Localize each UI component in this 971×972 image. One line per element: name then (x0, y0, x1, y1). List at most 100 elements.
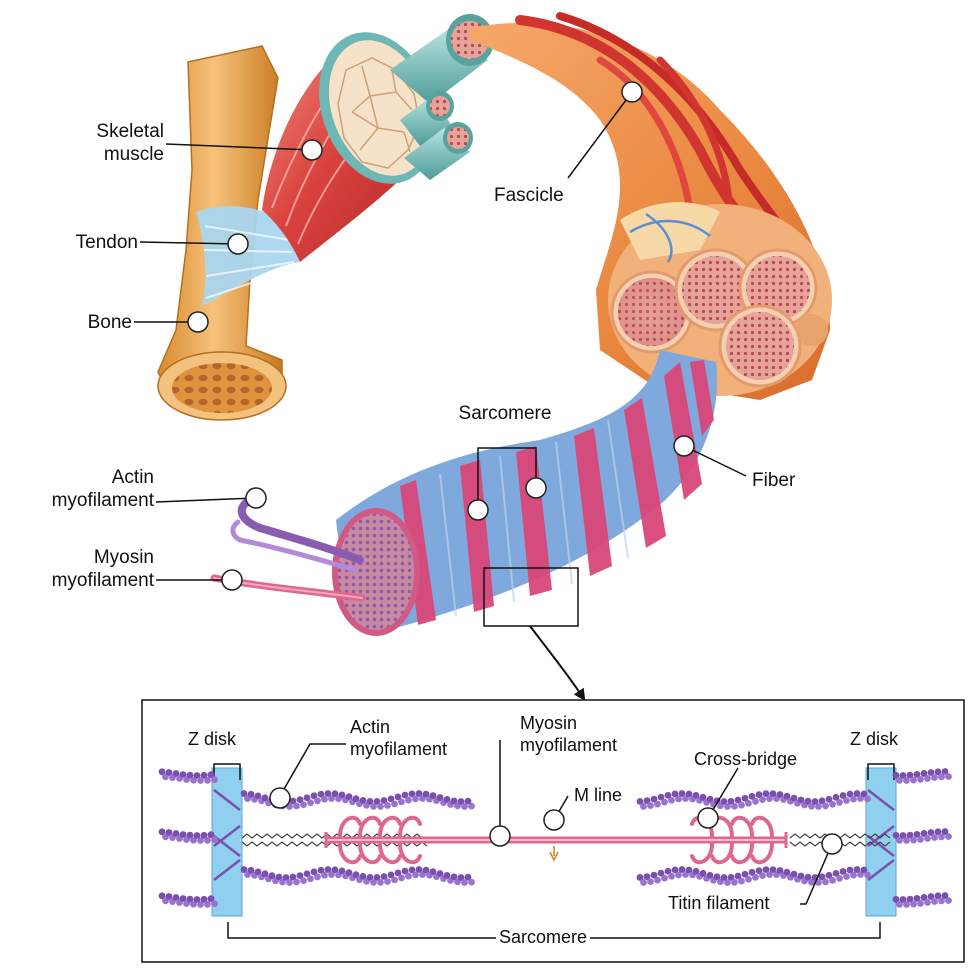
actin-bead (836, 875, 843, 882)
fiber-illustration (214, 350, 717, 636)
actin-bead (668, 873, 675, 880)
actin-bead (204, 837, 211, 844)
label-sarcomere-top: Sarcomere (440, 402, 570, 425)
actin-bead (931, 834, 938, 841)
actin-bead (910, 837, 917, 844)
callout-skeletal-muscle (302, 140, 322, 160)
actin-bead (745, 876, 752, 883)
callout-m-line (544, 810, 564, 830)
actin-bead (738, 878, 745, 885)
actin-bead (917, 836, 924, 843)
actin-bead (377, 879, 384, 886)
actin-bead (405, 873, 412, 880)
actin-bead (391, 876, 398, 883)
actin-bead (377, 803, 384, 810)
actin-bead (931, 774, 938, 781)
callout-sarcomere-b (526, 478, 546, 498)
actin-bead (815, 803, 822, 810)
callout-inset-actin (270, 788, 290, 808)
actin-bead (640, 803, 647, 810)
actin-bead (384, 878, 391, 885)
actin-bead (924, 899, 931, 906)
actin-bead (647, 878, 654, 885)
actin-bead (752, 798, 759, 805)
actin-bead (945, 897, 952, 904)
zoom-arrow (530, 626, 582, 696)
callout-myosin (222, 570, 242, 590)
actin-bead (204, 901, 211, 908)
actin-bead (931, 898, 938, 905)
actin-bead (661, 875, 668, 882)
actin-bead (843, 797, 850, 804)
callout-bone (188, 312, 208, 332)
actin-bead (745, 800, 752, 807)
actin-bead (314, 797, 321, 804)
callout-fascicle (622, 82, 642, 102)
actin-bead (211, 900, 218, 907)
label-bone: Bone (40, 311, 132, 334)
label-skeletal-muscle: Skeletalmuscle (40, 120, 164, 166)
label-fascicle: Fascicle (494, 184, 564, 207)
callout-sarcomere-a (468, 500, 488, 520)
actin-bead (731, 879, 738, 886)
label-inset-myosin: Myosinmyofilament (520, 712, 617, 756)
actin-bead (293, 803, 300, 810)
actin-bead (836, 799, 843, 806)
callout-cross-bridge (698, 808, 718, 828)
actin-bead (829, 801, 836, 808)
actin-bead (405, 797, 412, 804)
label-myosin: Myosinmyofilament (20, 546, 154, 592)
actin-bead (829, 877, 836, 884)
actin-bead (668, 797, 675, 804)
actin-bead (654, 801, 661, 808)
label-sarcomere-bottom: Sarcomere (496, 926, 590, 948)
actin-bead (211, 836, 218, 843)
actin-bead (468, 803, 475, 810)
actin-bead (300, 877, 307, 884)
callout-titin (822, 834, 842, 854)
actin-bead (391, 800, 398, 807)
label-titin: Titin filament (668, 892, 769, 914)
actin-bead (647, 802, 654, 809)
actin-bead (293, 879, 300, 886)
actin-bead (661, 799, 668, 806)
callout-tendon (228, 234, 248, 254)
actin-bead (731, 803, 738, 810)
actin-bead (468, 879, 475, 886)
actin-bead (300, 801, 307, 808)
actin-bead (398, 798, 405, 805)
actin-bead (864, 872, 871, 879)
fascicle-illustration (470, 16, 832, 400)
actin-bead (752, 874, 759, 881)
actin-bead (640, 879, 647, 886)
actin-bead (307, 875, 314, 882)
label-m-line: M line (574, 784, 622, 806)
actin-bead (384, 802, 391, 809)
callout-actin (246, 488, 266, 508)
actin-bead (917, 776, 924, 783)
actin-bead (822, 802, 829, 809)
actin-bead (822, 878, 829, 885)
label-z-disk-right: Z disk (850, 728, 898, 750)
actin-bead (211, 776, 218, 783)
actin-bead (314, 873, 321, 880)
actin-bead (759, 796, 766, 803)
actin-bead (924, 775, 931, 782)
actin-bead (910, 901, 917, 908)
actin-bead (843, 873, 850, 880)
actin-bead (398, 874, 405, 881)
actin-bead (307, 799, 314, 806)
label-z-disk-left: Z disk (188, 728, 236, 750)
actin-bead (321, 872, 328, 879)
callout-fiber (674, 436, 694, 456)
callout-inset-myosin (490, 826, 510, 846)
actin-bead (945, 773, 952, 780)
actin-bead (864, 796, 871, 803)
actin-bead (759, 872, 766, 879)
actin-bead (924, 835, 931, 842)
label-fiber: Fiber (752, 469, 795, 492)
label-tendon: Tendon (40, 231, 138, 254)
